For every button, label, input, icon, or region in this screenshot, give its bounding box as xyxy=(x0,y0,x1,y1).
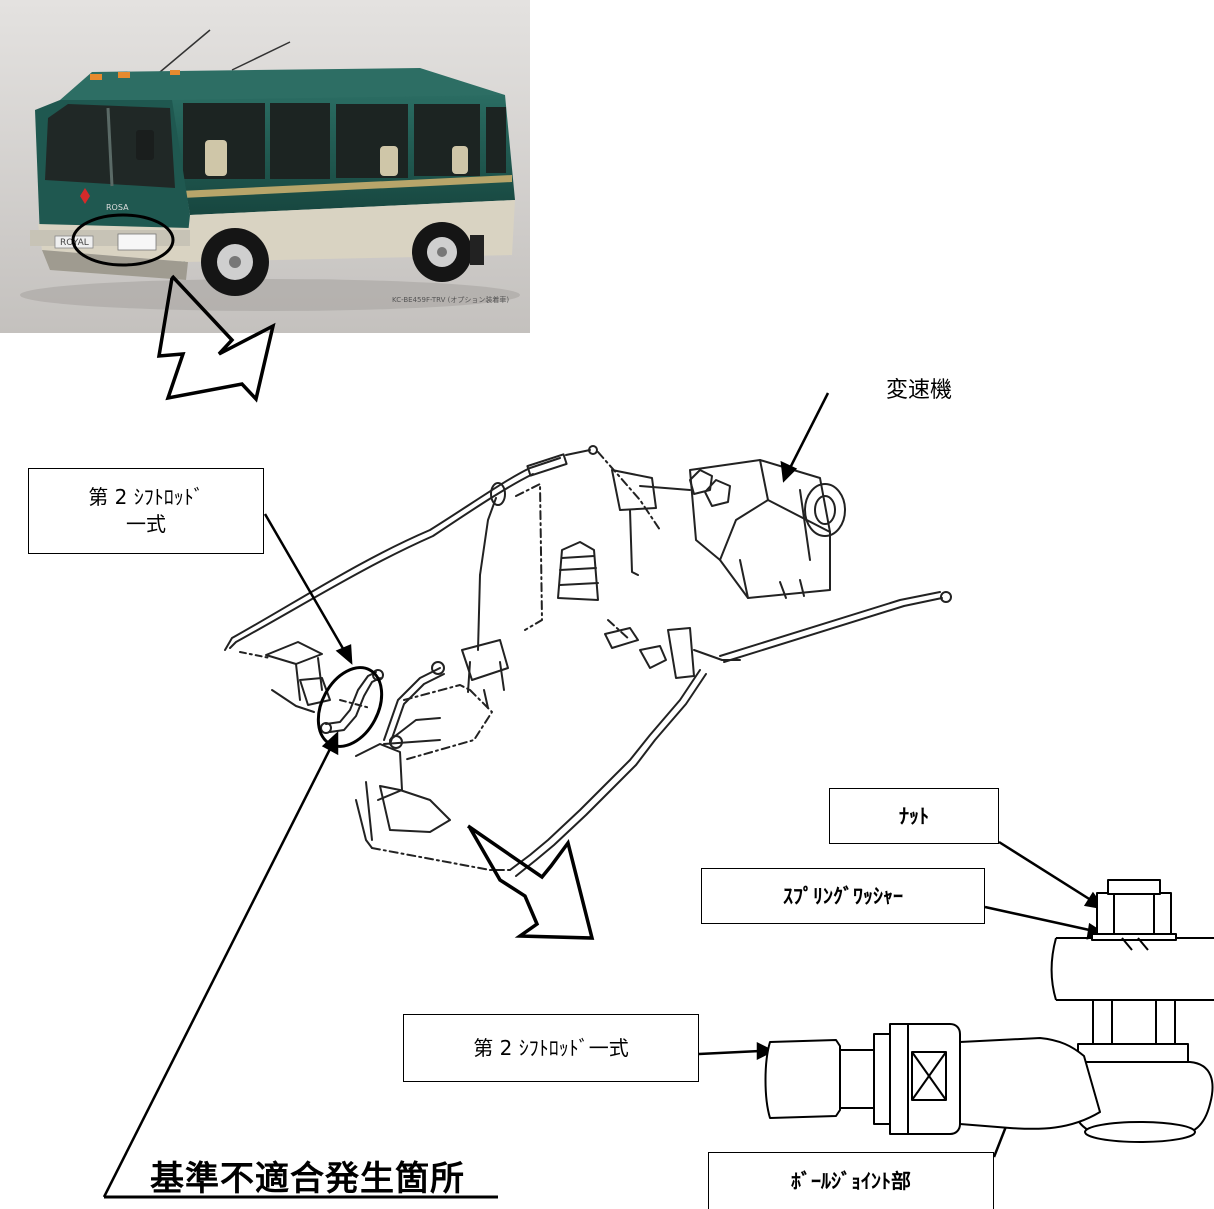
ball-joint-detail xyxy=(764,879,1214,1143)
front-wheel xyxy=(201,228,269,296)
bus-highlight-ellipse xyxy=(71,213,175,267)
shift-linkage-drawing xyxy=(224,445,952,877)
photo-caption: KC-BE459F-TRV (オプション装着車) xyxy=(392,295,509,304)
hollow-arrow-top xyxy=(156,274,276,403)
transmission-label: 変速機 xyxy=(886,378,953,403)
hollow-arrow-lower xyxy=(467,824,595,940)
bus-photo: ROSA ROYAL KC-BE459F-TRV (オプション装着車) xyxy=(0,0,530,333)
grille-badge: ROSA xyxy=(106,203,129,212)
spring-washer-label: ｽﾌﾟﾘﾝｸﾞﾜｯｼｬｰ xyxy=(701,868,985,924)
ball-joint-label: ﾎﾞｰﾙｼﾞｮｲﾝﾄ部 xyxy=(708,1152,994,1209)
second-shift-rod-label-upper: 第 2 ｼﾌﾄﾛｯﾄﾞ 一式 xyxy=(28,468,264,554)
nonconformity-location-caption: 基準不適合発生箇所 xyxy=(150,1159,465,1199)
nut-label: ﾅｯﾄ xyxy=(829,788,999,844)
rear-wheel xyxy=(412,222,472,282)
second-shift-rod-label-lower: 第 2 ｼﾌﾄﾛｯﾄﾞ一式 xyxy=(403,1014,699,1082)
